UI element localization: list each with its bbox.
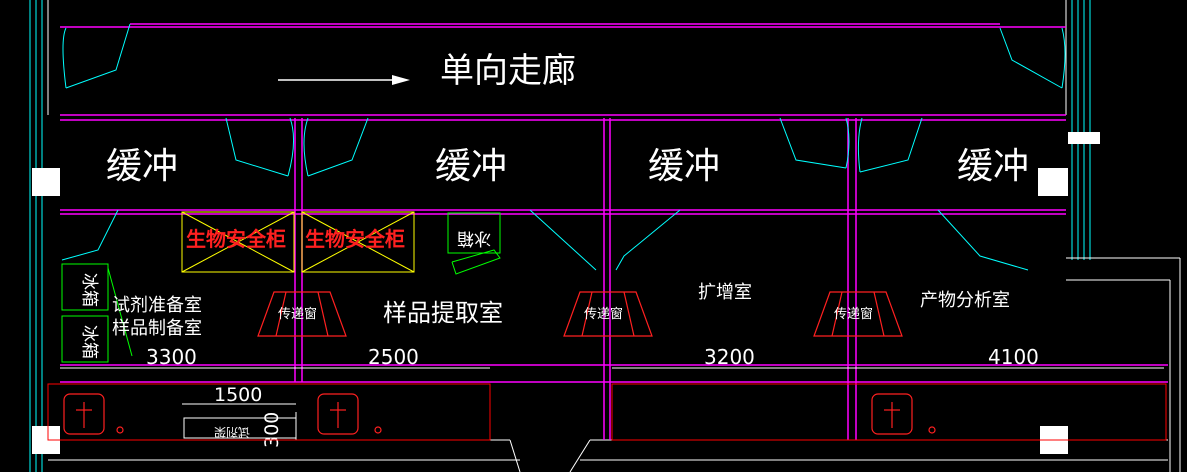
pass-box xyxy=(813,291,903,337)
doors xyxy=(61,23,1066,271)
corridor-arrow xyxy=(278,75,410,85)
pass-box xyxy=(563,291,653,337)
room-label-amplification: 扩增室 xyxy=(698,282,752,303)
biosafety-cabinet xyxy=(301,211,415,273)
outer-walls xyxy=(29,0,1091,472)
dimension-label: 300 xyxy=(261,412,283,448)
fridge-label: 冰箱 xyxy=(457,228,491,248)
lab-bench xyxy=(47,383,1167,441)
dimension-label: 3200 xyxy=(704,345,755,369)
dimension-label: 3300 xyxy=(146,345,197,369)
room-label-extraction: 样品提取室 xyxy=(383,299,503,327)
pass-box xyxy=(257,291,347,337)
room-label-analysis: 产物分析室 xyxy=(920,290,1010,311)
corridor-label: 单向走廊 xyxy=(440,51,576,91)
fridge-label: 冰箱 xyxy=(79,325,99,359)
buffer-label: 缓冲 xyxy=(648,146,720,187)
room-label-sample-prep: 样品制备室 xyxy=(112,318,202,339)
bench-shelf-label: 试剂架 xyxy=(214,425,250,440)
pass-box-label: 传递窗 xyxy=(584,306,623,322)
buffer-label: 缓冲 xyxy=(106,146,178,187)
partition-walls xyxy=(60,23,1168,440)
dimension-label: 2500 xyxy=(368,345,419,369)
biosafety-cabinet-label: 生物安全柜 xyxy=(305,227,405,251)
pass-box-label: 传递窗 xyxy=(834,306,873,322)
room-label-reagent-prep: 试剂准备室 xyxy=(112,295,202,316)
fridge xyxy=(61,212,501,363)
sink-icon xyxy=(871,393,936,435)
buffer-label: 缓冲 xyxy=(957,146,1029,187)
dimension-label: 1500 xyxy=(214,384,262,406)
dimension-label: 4100 xyxy=(988,345,1039,369)
fridge-label: 冰箱 xyxy=(79,273,99,307)
biosafety-cabinet xyxy=(181,211,295,273)
biosafety-cabinet-label: 生物安全柜 xyxy=(186,227,286,251)
sink-icon xyxy=(317,393,382,435)
bench-shelf xyxy=(183,417,297,439)
buffer-label: 缓冲 xyxy=(435,146,507,187)
pass-box-label: 传递窗 xyxy=(278,306,317,322)
sink-icon xyxy=(63,393,124,435)
